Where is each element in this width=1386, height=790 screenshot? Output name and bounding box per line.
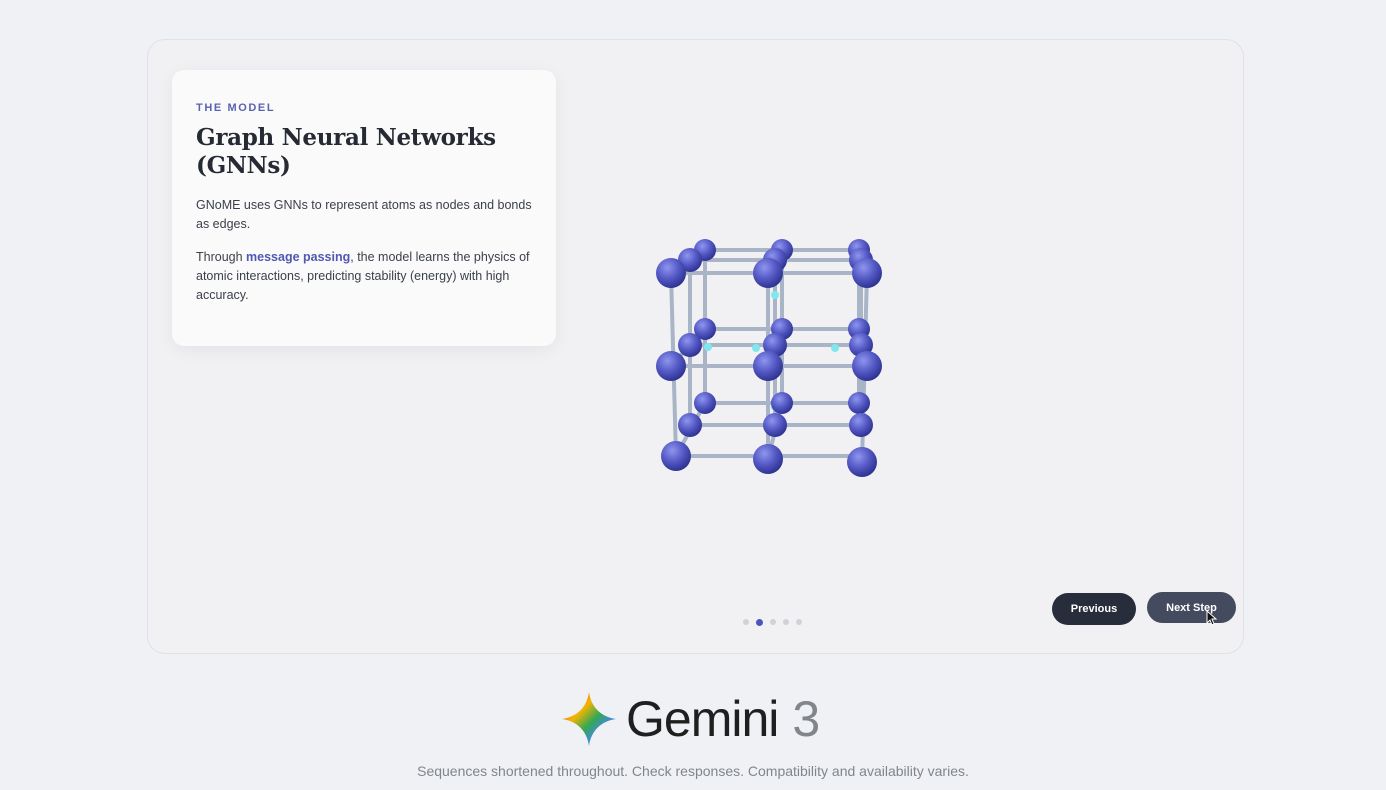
- pagination-dots: [743, 618, 802, 626]
- card-paragraph-2: Through message passing, the model learn…: [196, 248, 532, 305]
- gemini-sparkle-icon: [562, 692, 616, 746]
- highlight-term: message passing: [246, 250, 351, 264]
- card-title: Graph Neural Networks (GNNs): [196, 124, 496, 179]
- previous-button[interactable]: Previous: [1052, 593, 1136, 625]
- mouse-pointer-icon: [1206, 610, 1217, 626]
- gemini-brand: Gemini 3: [562, 690, 820, 748]
- info-card: THE MODEL Graph Neural Networks (GNNs) G…: [172, 70, 556, 346]
- disclaimer-text: Sequences shortened throughout. Check re…: [417, 763, 969, 779]
- paragraph-text: Through: [196, 250, 247, 264]
- page-dot-4[interactable]: [783, 619, 789, 625]
- next-step-button[interactable]: Next Step: [1147, 592, 1236, 623]
- page-dot-3[interactable]: [770, 619, 776, 625]
- page-dot-2-active[interactable]: [756, 618, 763, 626]
- section-eyebrow: THE MODEL: [196, 102, 276, 114]
- page-dot-5[interactable]: [796, 619, 802, 625]
- brand-version: 3: [792, 691, 821, 747]
- slide-stage: THE MODEL Graph Neural Networks (GNNs) G…: [147, 39, 1244, 654]
- brand-name: Gemini: [626, 691, 779, 747]
- crystal-lattice-icon[interactable]: [643, 235, 893, 485]
- page-dot-1[interactable]: [743, 619, 749, 625]
- card-paragraph-1: GNoME uses GNNs to represent atoms as no…: [196, 198, 532, 231]
- paragraph-text: , the model learns the physics of atomic…: [196, 250, 530, 302]
